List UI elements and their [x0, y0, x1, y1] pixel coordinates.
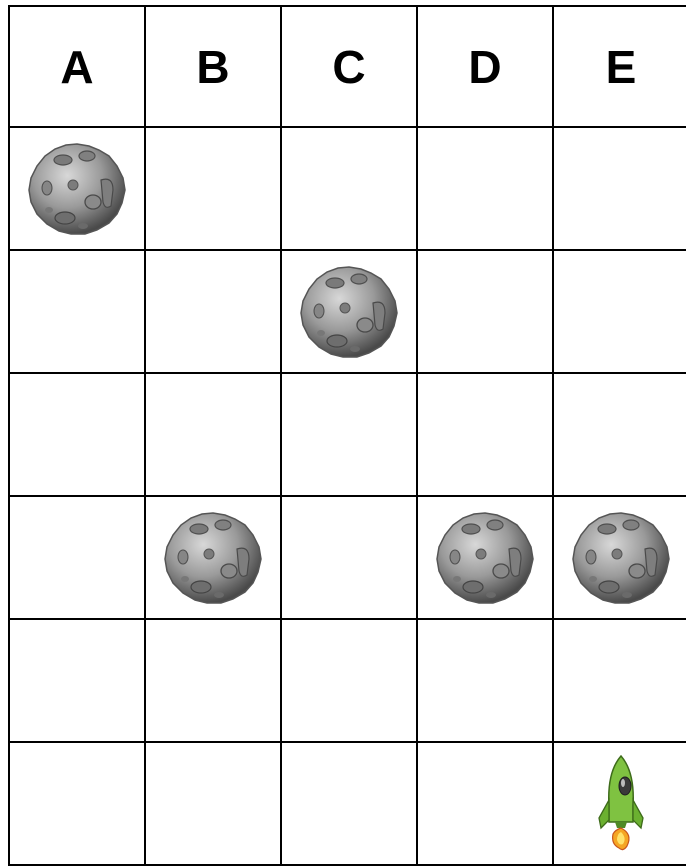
grid-cell-d6[interactable]: [417, 742, 553, 865]
grid-cell-e3[interactable]: [553, 373, 686, 496]
column-label: A: [60, 41, 93, 93]
grid-cell-d5[interactable]: [417, 619, 553, 742]
grid-cell-b6[interactable]: [145, 742, 281, 865]
column-label: B: [196, 41, 229, 93]
grid-cell-c3[interactable]: [281, 373, 417, 496]
grid-cell-a4[interactable]: [9, 496, 145, 619]
grid-cell-d4[interactable]: [417, 496, 553, 619]
grid-cell-c6[interactable]: [281, 742, 417, 865]
grid-cell-a1[interactable]: [9, 127, 145, 250]
grid-row-4: [9, 496, 686, 619]
column-header-b: B: [145, 6, 281, 127]
grid-row-1: [9, 127, 686, 250]
column-header-a: A: [9, 6, 145, 127]
grid-cell-e6[interactable]: [553, 742, 686, 865]
grid-row-6: [9, 742, 686, 865]
grid-cell-e2[interactable]: [553, 250, 686, 373]
grid-cell-a2[interactable]: [9, 250, 145, 373]
column-header-row: A B C D E: [9, 6, 686, 127]
game-board: A B C D E: [8, 5, 686, 866]
grid-row-3: [9, 373, 686, 496]
column-label: C: [332, 41, 365, 93]
grid-cell-b4[interactable]: [145, 496, 281, 619]
grid-cell-c5[interactable]: [281, 619, 417, 742]
grid-cell-a3[interactable]: [9, 373, 145, 496]
grid-cell-b5[interactable]: [145, 619, 281, 742]
grid-cell-c4[interactable]: [281, 496, 417, 619]
column-label: E: [606, 41, 637, 93]
grid-cell-c1[interactable]: [281, 127, 417, 250]
grid-cell-c2[interactable]: [281, 250, 417, 373]
asteroid-piece: [554, 497, 686, 618]
grid-cell-a6[interactable]: [9, 742, 145, 865]
grid-cell-d2[interactable]: [417, 250, 553, 373]
grid-cell-d1[interactable]: [417, 127, 553, 250]
asteroid-icon: [297, 263, 401, 361]
grid-cell-b2[interactable]: [145, 250, 281, 373]
grid-cell-e5[interactable]: [553, 619, 686, 742]
column-header-e: E: [553, 6, 686, 127]
asteroid-icon: [25, 140, 129, 238]
grid-cell-a5[interactable]: [9, 619, 145, 742]
grid-cell-e4[interactable]: [553, 496, 686, 619]
column-header-d: D: [417, 6, 553, 127]
asteroid-piece: [418, 497, 552, 618]
grid-cell-b1[interactable]: [145, 127, 281, 250]
asteroid-piece: [10, 128, 144, 249]
asteroid-piece: [146, 497, 280, 618]
asteroid-piece: [282, 251, 416, 372]
grid-cell-e1[interactable]: [553, 127, 686, 250]
grid-cell-d3[interactable]: [417, 373, 553, 496]
grid-cell-b3[interactable]: [145, 373, 281, 496]
column-label: D: [468, 41, 501, 93]
column-header-c: C: [281, 6, 417, 127]
asteroid-icon: [161, 509, 265, 607]
grid-row-2: [9, 250, 686, 373]
rocket-icon: [597, 754, 645, 854]
rocket-piece: [554, 743, 686, 864]
asteroid-icon: [433, 509, 537, 607]
asteroid-icon: [569, 509, 673, 607]
grid-row-5: [9, 619, 686, 742]
